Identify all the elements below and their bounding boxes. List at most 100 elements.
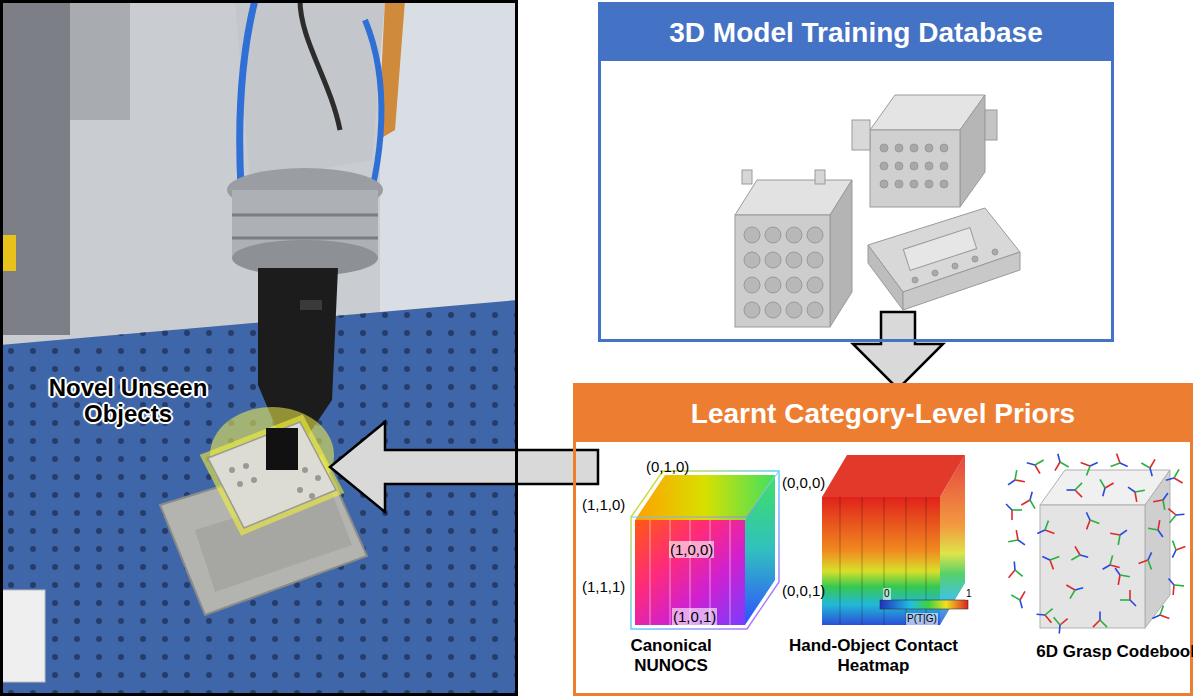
object-on-plate bbox=[266, 428, 298, 470]
grasp-codebook bbox=[1147, 518, 1166, 537]
grasp-codebook bbox=[1128, 484, 1147, 503]
grasp-codebook bbox=[1061, 580, 1083, 602]
database-box: 3D Model Training Database bbox=[598, 2, 1114, 342]
colorbar-tick: 1 bbox=[965, 588, 973, 600]
heatmap-cube bbox=[940, 455, 965, 625]
grasp-codebook bbox=[1167, 537, 1188, 558]
nunocs-cube bbox=[631, 471, 779, 629]
grasp-codebook bbox=[1145, 470, 1170, 628]
connector-model bbox=[985, 110, 997, 140]
object-on-plate bbox=[302, 467, 308, 473]
connector-model bbox=[880, 144, 948, 188]
grasp-codebook bbox=[1077, 457, 1098, 478]
coordinate-label: (0,0,1) bbox=[782, 582, 825, 599]
connector-model bbox=[992, 249, 998, 255]
nunocs-cube bbox=[729, 520, 731, 625]
heatmap-cube bbox=[880, 600, 968, 609]
connector-model bbox=[925, 144, 933, 152]
connector-model bbox=[807, 252, 823, 268]
header-text: Learnt Category-Level Priors bbox=[691, 386, 1075, 442]
block-arrow bbox=[853, 312, 943, 389]
nunocs-cube bbox=[747, 517, 748, 629]
colorbar-tick: 0 bbox=[883, 588, 891, 600]
heatmap-cube bbox=[839, 497, 841, 625]
object-on-plate bbox=[208, 422, 336, 528]
connector-model bbox=[912, 249, 998, 283]
nunocs-cube bbox=[631, 471, 779, 629]
grasp-codebook bbox=[1112, 568, 1131, 587]
grasp-codebook bbox=[1042, 551, 1063, 572]
photo-background bbox=[70, 0, 130, 120]
grasp-codebook bbox=[1152, 604, 1173, 625]
grasp-codebook bbox=[1008, 469, 1027, 488]
connector-model bbox=[852, 95, 997, 207]
grasp-codebook bbox=[1152, 493, 1171, 512]
coordinate-label: (1,1,0) bbox=[582, 496, 625, 513]
connector-model bbox=[807, 302, 823, 318]
object-on-plate bbox=[229, 463, 321, 499]
connector-model bbox=[765, 227, 781, 243]
grasp-codebook bbox=[1089, 612, 1112, 635]
grasp-codebook bbox=[1004, 562, 1027, 585]
connector-model bbox=[852, 120, 870, 150]
connector-model bbox=[807, 227, 823, 243]
grasp-codebook bbox=[1018, 492, 1040, 514]
connector-model bbox=[744, 302, 760, 318]
coordinate-label: (0,1,0) bbox=[646, 458, 689, 475]
connector-model bbox=[870, 130, 960, 207]
connector-model bbox=[895, 144, 903, 152]
robot-arm bbox=[235, 0, 385, 182]
connector-model bbox=[880, 180, 888, 188]
connector-model bbox=[972, 256, 978, 262]
connector-model bbox=[744, 227, 823, 318]
grasp-codebook bbox=[1006, 504, 1022, 520]
grasp-codebook bbox=[1067, 479, 1090, 502]
connector-model bbox=[765, 302, 781, 318]
connector-model bbox=[895, 180, 903, 188]
grasp-codebook bbox=[1138, 454, 1160, 476]
photo-background bbox=[0, 0, 518, 696]
connector-model bbox=[880, 144, 888, 152]
connector-model bbox=[765, 277, 781, 293]
grasp-codebook bbox=[1107, 452, 1128, 473]
connector-model bbox=[868, 245, 903, 310]
caption: 6D Grasp Codebook bbox=[1023, 642, 1193, 662]
connector-model bbox=[815, 170, 825, 184]
connector-model bbox=[868, 208, 1020, 310]
grasp-codebook bbox=[1049, 611, 1072, 634]
connector-model bbox=[735, 170, 852, 327]
nunocs-cube bbox=[650, 520, 730, 625]
grasp-codebook bbox=[1040, 505, 1145, 628]
connector-model bbox=[744, 252, 760, 268]
connector-model bbox=[925, 180, 933, 188]
connector-model bbox=[744, 227, 760, 243]
connector-model bbox=[940, 180, 948, 188]
connector-model bbox=[925, 162, 933, 170]
nunocs-cube bbox=[649, 520, 651, 625]
grasp-codebook bbox=[1166, 466, 1188, 488]
heatmap-cube bbox=[861, 497, 863, 625]
colorbar-label: P(T|G) bbox=[906, 613, 938, 625]
coordinate-label: (1,0,1) bbox=[672, 608, 717, 625]
connector-model bbox=[830, 180, 852, 327]
grasp-codebook bbox=[1103, 554, 1123, 574]
robot-arm bbox=[232, 237, 378, 240]
grasp-codebook bbox=[1137, 552, 1158, 573]
caption: Hand-Object Contact Heatmap bbox=[781, 636, 966, 675]
connector-model bbox=[932, 270, 938, 276]
robot-arm bbox=[227, 0, 405, 440]
grasp-codebook bbox=[1050, 454, 1072, 476]
grasp-codebook bbox=[1108, 527, 1127, 546]
object-on-plate bbox=[229, 467, 235, 473]
connector-model bbox=[880, 162, 888, 170]
priors-box: Learnt Category-Level Priors(0,1,0) (0,0,… bbox=[573, 383, 1193, 696]
connector-model bbox=[960, 95, 985, 207]
nunocs-cube bbox=[669, 520, 671, 625]
connector-model bbox=[895, 162, 903, 170]
grasp-codebook bbox=[1066, 543, 1088, 565]
connector-model bbox=[735, 215, 830, 327]
coordinate-label: (1,0,0) bbox=[669, 541, 714, 558]
connector-model bbox=[786, 252, 802, 268]
connector-model bbox=[903, 228, 976, 271]
